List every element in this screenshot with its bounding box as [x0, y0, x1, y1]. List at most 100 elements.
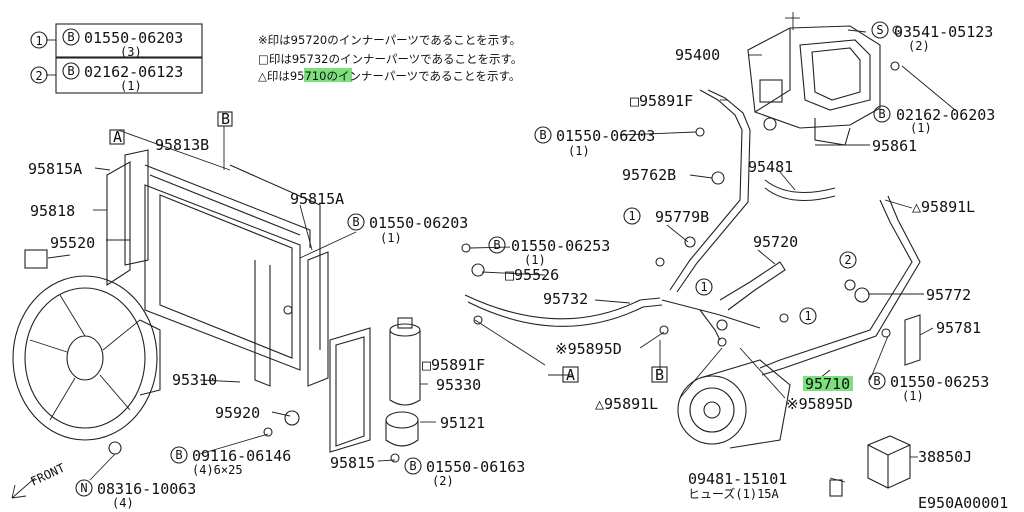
svg-text:1: 1 — [700, 280, 707, 294]
label-95732: 95732 — [543, 290, 588, 308]
fittings — [108, 25, 921, 463]
svg-text:(2): (2) — [908, 39, 930, 53]
legend-circle-2 — [30, 66, 48, 84]
label-front: FRONT — [28, 461, 67, 489]
nut-icon — [75, 479, 93, 497]
note-highlight — [304, 68, 352, 82]
svg-text:S: S — [876, 23, 883, 37]
svg-text:(1): (1) — [524, 253, 546, 267]
svg-text:(1): (1) — [910, 121, 932, 135]
svg-text:(4)6×25: (4)6×25 — [192, 463, 243, 477]
svg-text:B: B — [873, 374, 880, 388]
legend-num-1: 1 — [35, 34, 42, 48]
drawing-number: E950A00001 — [918, 494, 1008, 512]
bolt-icon — [488, 236, 506, 254]
svg-text:(1): (1) — [380, 231, 402, 245]
bolt-icon — [868, 372, 886, 390]
legend-circle-1 — [30, 31, 48, 49]
callout-1 — [623, 207, 641, 225]
label-95400: 95400 — [675, 46, 720, 64]
side-panels — [106, 149, 329, 387]
label-95710: 95710 — [805, 375, 850, 393]
label-95815A-left: 95815A — [28, 160, 82, 178]
label-95310: 95310 — [172, 371, 217, 389]
label-95520: 95520 — [50, 234, 95, 252]
fuse — [829, 479, 843, 497]
svg-text:(1): (1) — [568, 144, 590, 158]
svg-text:(2): (2) — [432, 474, 454, 488]
receiver-drier — [389, 317, 421, 406]
label-01550-mid: 01550-06203 — [556, 127, 655, 145]
label-95815: 95815 — [330, 454, 375, 472]
label-95762B: 95762B — [622, 166, 676, 184]
svg-text:B: B — [409, 459, 416, 473]
label-95920: 95920 — [215, 404, 260, 422]
svg-text:B: B — [878, 107, 885, 121]
label-95891F-top: □95891F — [630, 92, 693, 110]
callout-1 — [799, 307, 817, 325]
label-95330: 95330 — [436, 376, 481, 394]
label-95772: 95772 — [926, 286, 971, 304]
svg-text:B: B — [175, 448, 182, 462]
svg-text:N: N — [80, 481, 87, 495]
ref-A: A — [113, 128, 122, 146]
bracket-95121 — [385, 411, 419, 447]
condenser — [144, 164, 321, 387]
note-line-2: □印は95732のインナーパーツであることを示す。 — [258, 52, 522, 66]
svg-text:B: B — [539, 128, 546, 142]
label-38850J: 38850J — [918, 448, 972, 466]
label-02162: 02162-06203 — [896, 106, 995, 124]
label-95818: 95818 — [30, 202, 75, 220]
compressor — [677, 359, 791, 449]
relay — [867, 435, 911, 489]
piping — [464, 89, 921, 376]
label-01550-6253a: 01550-06253 — [511, 237, 610, 255]
label-95781: 95781 — [936, 319, 981, 337]
ref-B: B — [221, 110, 230, 128]
label-95815A-right: 95815A — [290, 190, 344, 208]
note-line-3: △印は95710のインナーパーツであることを示す。 — [258, 69, 520, 83]
label-09481: 09481-15101 — [688, 470, 787, 488]
label-95526: □95526 — [505, 266, 559, 284]
label-01550-top: 01550-06203 — [369, 214, 468, 232]
label-95891L-low: △95891L — [595, 395, 658, 413]
label-95481: 95481 — [748, 158, 793, 176]
callout-2 — [839, 251, 857, 269]
screw-icon — [871, 21, 889, 39]
label-01550-6253b: 01550-06253 — [890, 373, 989, 391]
svg-text:B: B — [67, 30, 74, 44]
label-95891L-right: △95891L — [912, 198, 975, 216]
hvac-unit — [747, 12, 881, 146]
svg-text:B: B — [67, 64, 74, 78]
front-arrow-icon — [11, 477, 36, 499]
label-08316: 08316-10063 — [97, 480, 196, 498]
label-95895D-b: ※95895D — [786, 395, 853, 413]
label-95861: 95861 — [872, 137, 917, 155]
legend-qty-2: (1) — [120, 79, 142, 93]
bolt-icon — [62, 62, 80, 80]
svg-text:B: B — [493, 238, 500, 252]
label-01550-6163: 01550-06163 — [426, 458, 525, 476]
fan-assembly — [12, 249, 161, 441]
ref-B-low: B — [655, 366, 664, 384]
label-95895D-a: ※95895D — [555, 340, 622, 358]
svg-text:1: 1 — [628, 209, 635, 223]
label-highlight-95710 — [803, 376, 853, 391]
label-95813B: 95813B — [155, 136, 209, 154]
label-95891F-low: □95891F — [422, 356, 485, 374]
legend-qty-1: (3) — [120, 45, 142, 59]
legend-num-2: 2 — [35, 69, 42, 83]
legend: 1 2 B 01550-06203 (3) B 02162-06123 (1) — [30, 23, 203, 94]
notes: ※印は95720のインナーパーツであることを示す。 □印は95732のインナーパ… — [258, 33, 522, 83]
label-fuse-desc: ヒューズ(1)15A — [688, 486, 780, 501]
bolt-icon — [534, 126, 552, 144]
legend-box-1 — [55, 23, 203, 58]
label-95121: 95121 — [440, 414, 485, 432]
svg-text:(1): (1) — [902, 389, 924, 403]
bolt-icon — [404, 457, 422, 475]
svg-text:(4): (4) — [112, 496, 134, 510]
ref-A-low: A — [566, 366, 575, 384]
legend-code-2: 02162-06123 — [84, 63, 183, 81]
